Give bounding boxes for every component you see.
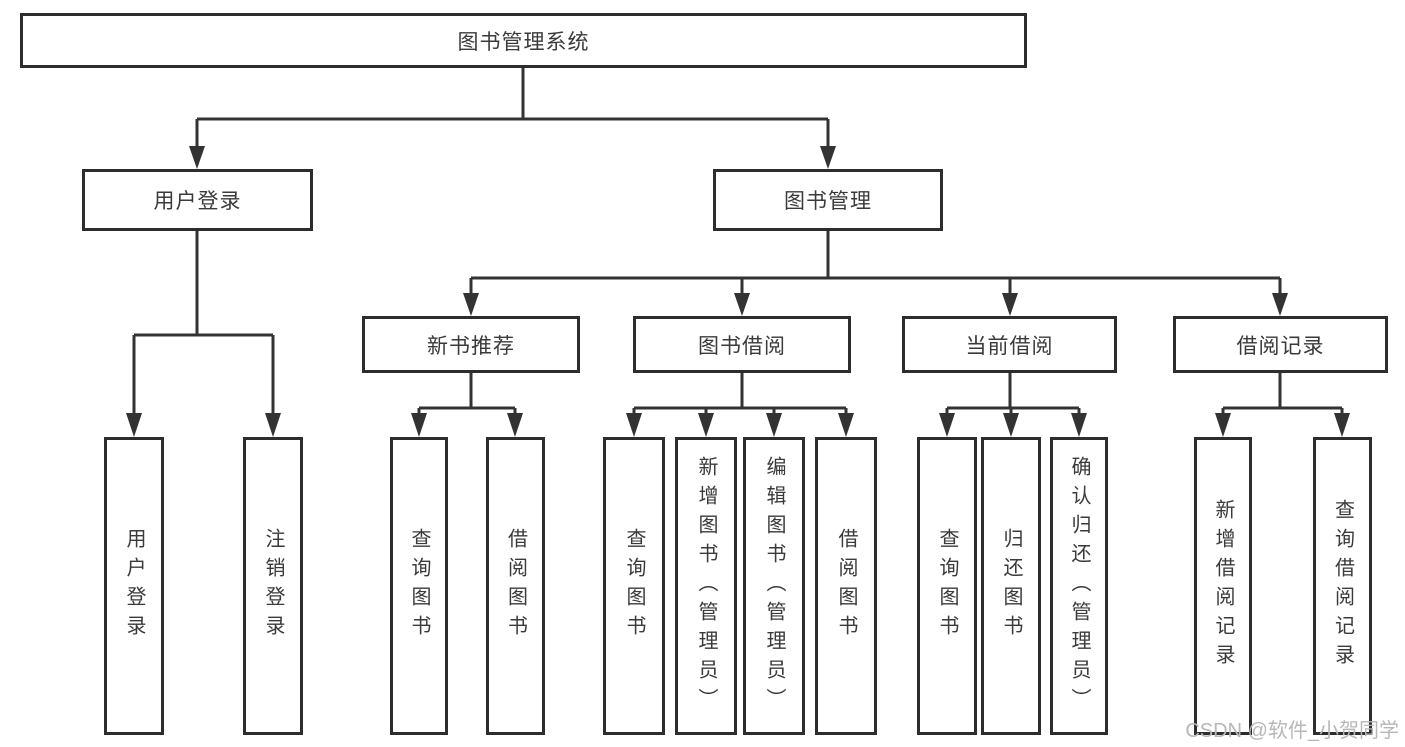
leaf-query-books-recommend: 查询图书 xyxy=(390,437,448,735)
node-user-login: 用户登录 xyxy=(82,169,313,231)
leaf-query-borrow-record: 查询借阅记录 xyxy=(1313,437,1372,735)
leaf-logout: 注销登录 xyxy=(243,437,303,735)
leaf-return-books: 归还图书 xyxy=(981,437,1041,735)
node-root-library-management-system: 图书管理系统 xyxy=(20,13,1027,68)
leaf-query-books-current: 查询图书 xyxy=(917,437,977,735)
arrowhead-icons xyxy=(126,146,1350,437)
node-book-borrow: 图书借阅 xyxy=(633,316,851,373)
leaf-query-books-borrow: 查询图书 xyxy=(603,437,665,735)
leaf-borrow-books-recommend: 借阅图书 xyxy=(486,437,545,735)
leaf-confirm-return-admin: 确认归还（管理员） xyxy=(1050,437,1108,735)
node-current-borrow: 当前借阅 xyxy=(902,316,1117,373)
node-borrow-records: 借阅记录 xyxy=(1173,316,1388,373)
node-book-management: 图书管理 xyxy=(713,169,943,231)
leaf-add-books-admin: 新增图书（管理员） xyxy=(675,437,737,735)
leaf-add-borrow-record: 新增借阅记录 xyxy=(1194,437,1252,735)
leaf-edit-books-admin: 编辑图书（管理员） xyxy=(743,437,805,735)
csdn-watermark: CSDN @软件_小贺同学 xyxy=(1185,720,1399,742)
leaf-user-login: 用户登录 xyxy=(104,437,164,735)
node-new-book-recommend: 新书推荐 xyxy=(362,316,580,373)
leaf-borrow-books: 借阅图书 xyxy=(815,437,877,735)
